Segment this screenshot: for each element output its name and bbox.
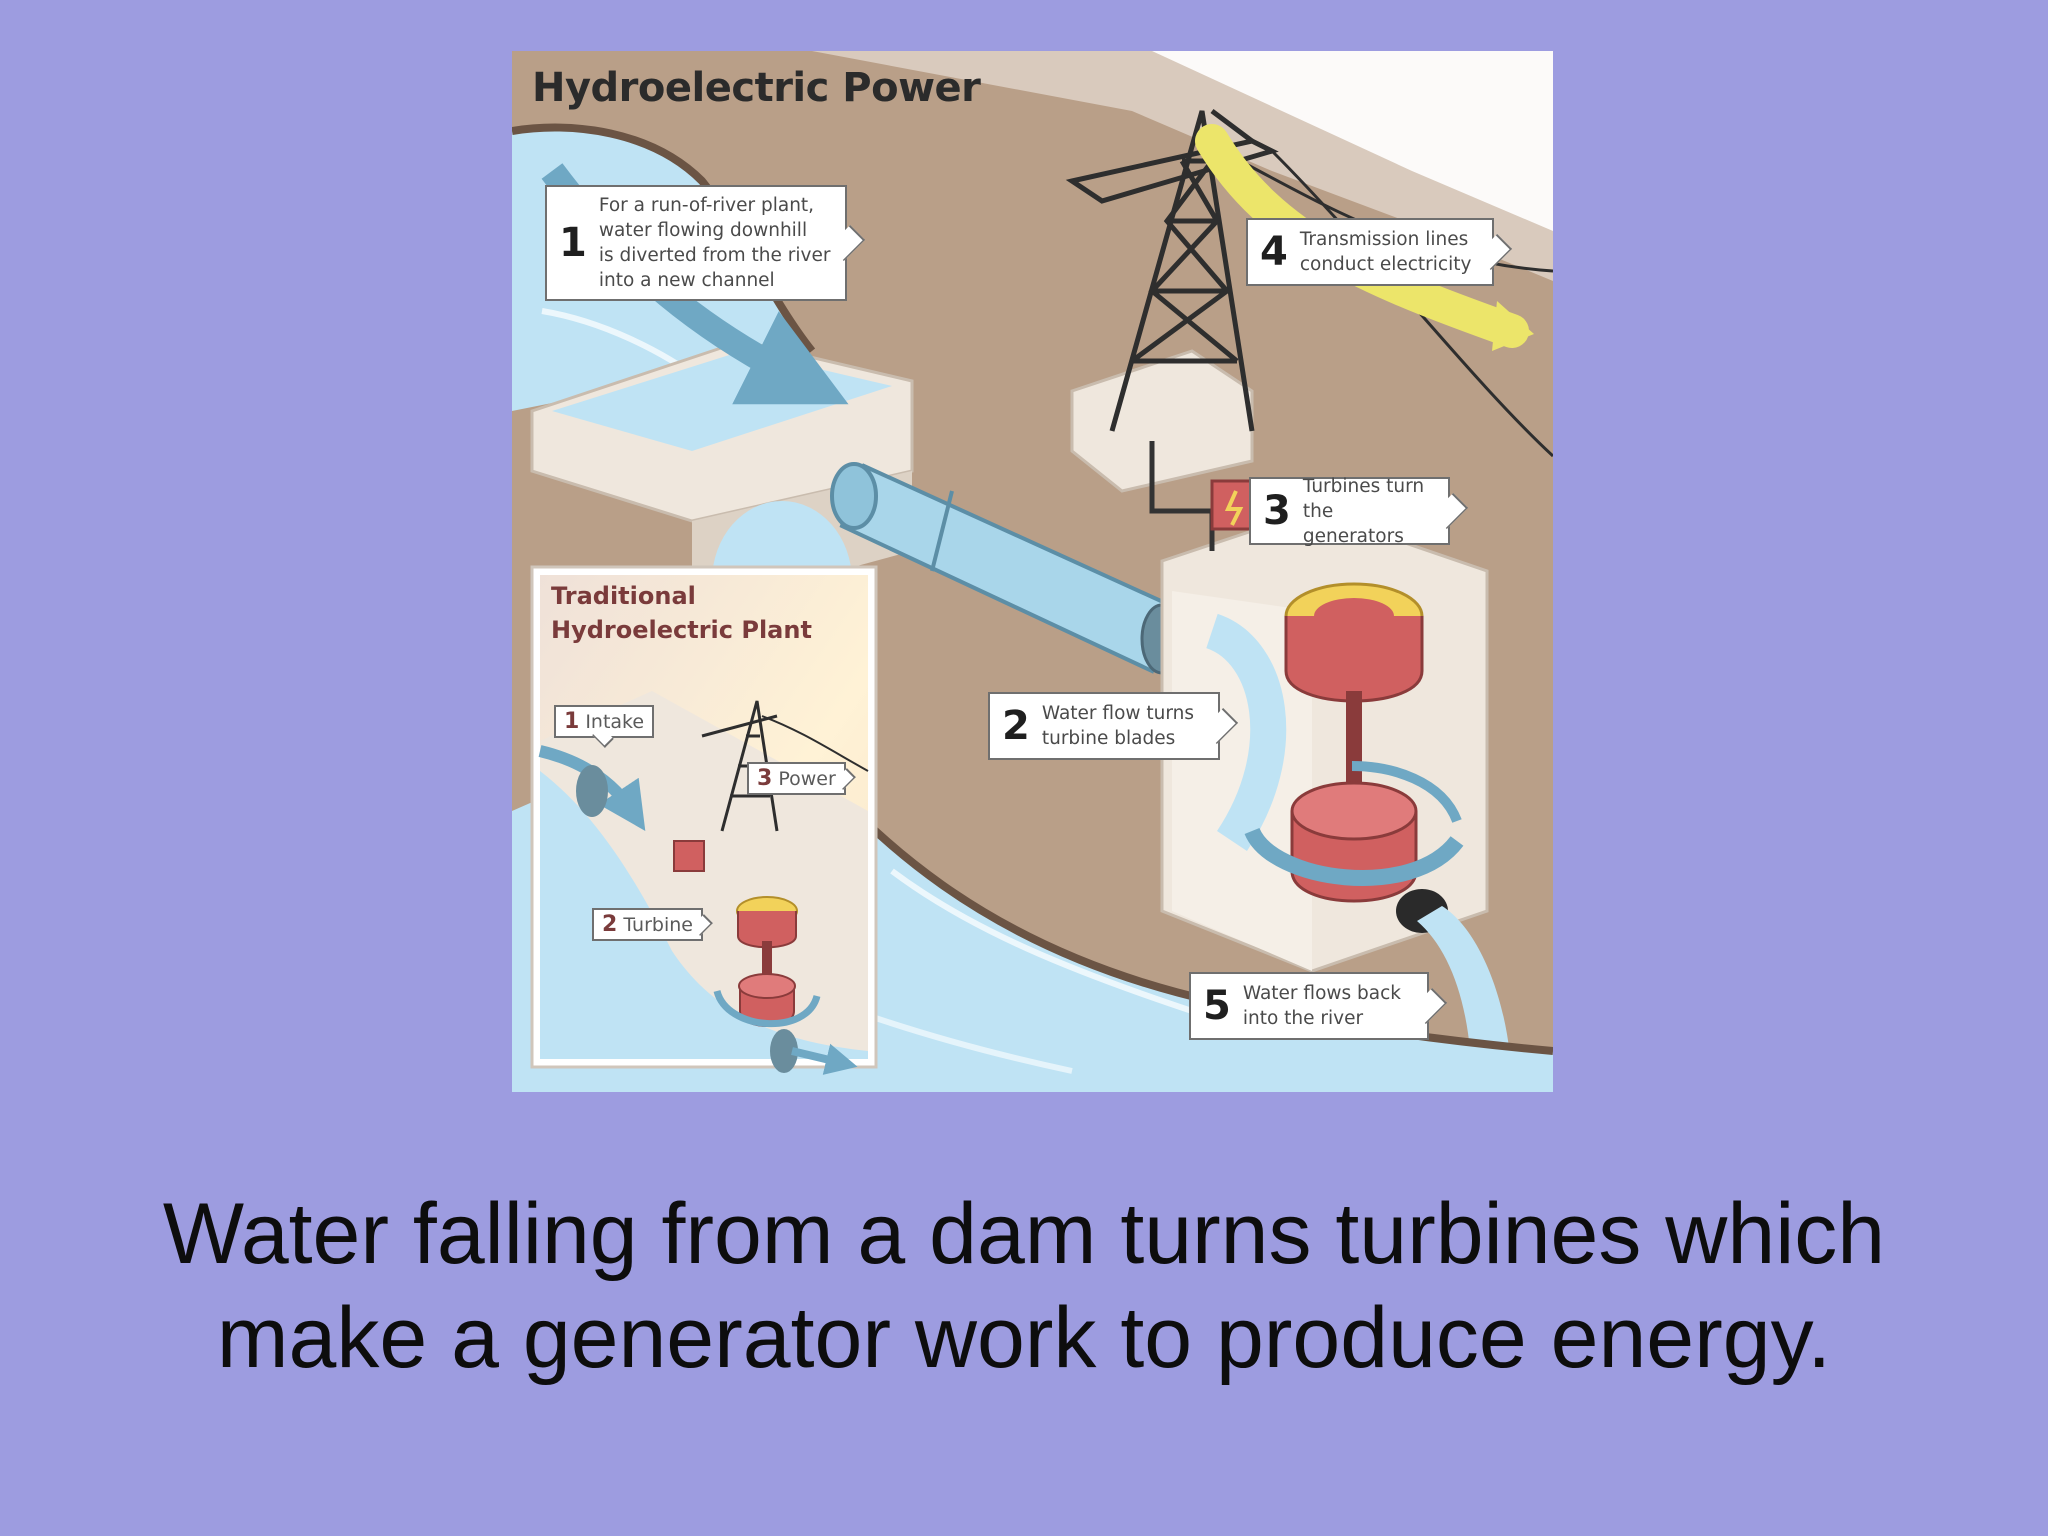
callout-4-number: 4 xyxy=(1260,229,1288,275)
caption-line-1: Water falling from a dam turns turbines … xyxy=(162,1186,1886,1282)
inset-tag-turbine-text: Turbine xyxy=(623,913,693,936)
inset-title: Traditional Hydroelectric Plant xyxy=(551,582,812,644)
inset-tag-power-text: Power xyxy=(778,767,836,790)
callout-4-text: Transmission lines conduct electricity xyxy=(1299,229,1472,275)
caption-line-2: make a generator work to produce energy. xyxy=(216,1290,1832,1386)
callout-4: 4 Transmission lines conduct electricity xyxy=(1246,218,1494,286)
callout-1-number: 1 xyxy=(559,220,587,266)
hydroelectric-diagram: Hydroelectric Power 1 For a run-of-river… xyxy=(512,51,1553,1092)
inset-tag-intake-number: 1 xyxy=(564,709,580,734)
callout-3-number: 3 xyxy=(1263,488,1291,534)
inset-tag-intake-text: Intake xyxy=(585,710,645,733)
callout-5: 5 Water flows back into the river xyxy=(1189,972,1429,1040)
callout-2-text: Water flow turns turbine blades xyxy=(1041,703,1195,749)
diagram-title: Hydroelectric Power xyxy=(532,65,981,111)
callout-3: 3 Turbines turn the generators xyxy=(1249,476,1450,547)
callout-1-text: For a run-of-river plant, water flowing … xyxy=(598,195,831,291)
inset-tag-turbine: 2 Turbine xyxy=(592,908,703,941)
turbine-assembly xyxy=(1244,582,1464,903)
slide-caption: Water falling from a dam turns turbines … xyxy=(40,1182,2008,1390)
callout-2-number: 2 xyxy=(1002,703,1030,749)
callout-3-text: Turbines turn the generators xyxy=(1302,475,1425,547)
inset-tag-turbine-number: 2 xyxy=(602,912,618,937)
callout-2: 2 Water flow turns turbine blades xyxy=(988,692,1220,760)
inset-tag-power-number: 3 xyxy=(757,766,773,791)
callout-1: 1 For a run-of-river plant, water flowin… xyxy=(545,185,847,301)
callout-5-number: 5 xyxy=(1203,983,1231,1029)
inset-tag-intake: 1 Intake xyxy=(554,705,655,738)
callout-5-text: Water flows back into the river xyxy=(1242,983,1401,1029)
inset-tag-power: 3 Power xyxy=(747,762,846,795)
